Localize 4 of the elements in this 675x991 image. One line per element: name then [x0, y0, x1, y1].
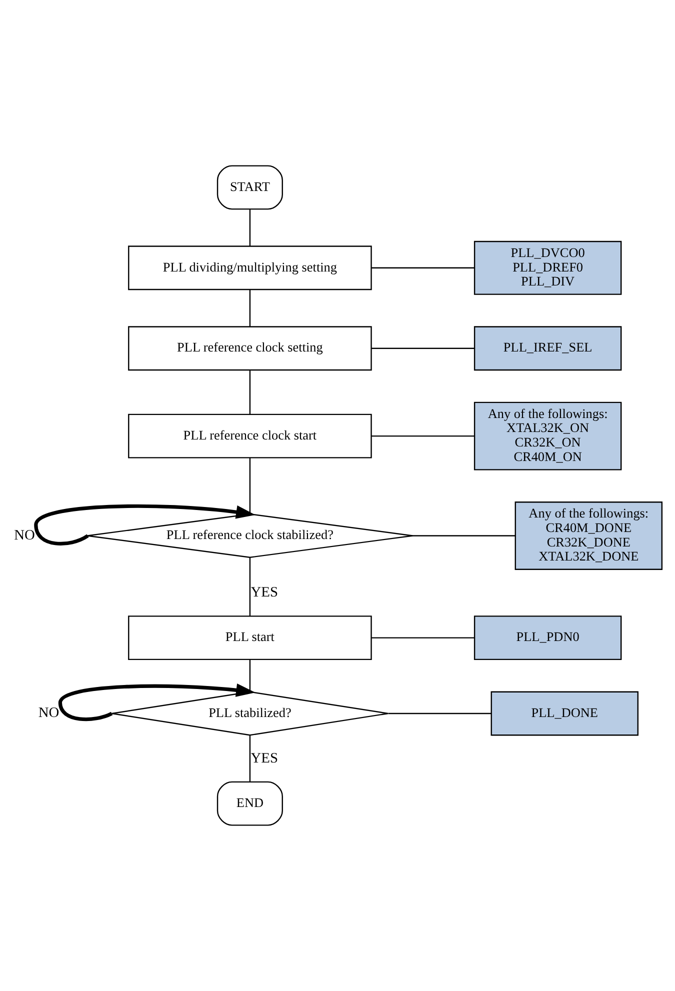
edge-label: NO: [38, 705, 60, 722]
edge-label: YES: [250, 750, 278, 766]
edge-label: NO: [14, 527, 35, 544]
edge-label: YES: [250, 584, 278, 601]
